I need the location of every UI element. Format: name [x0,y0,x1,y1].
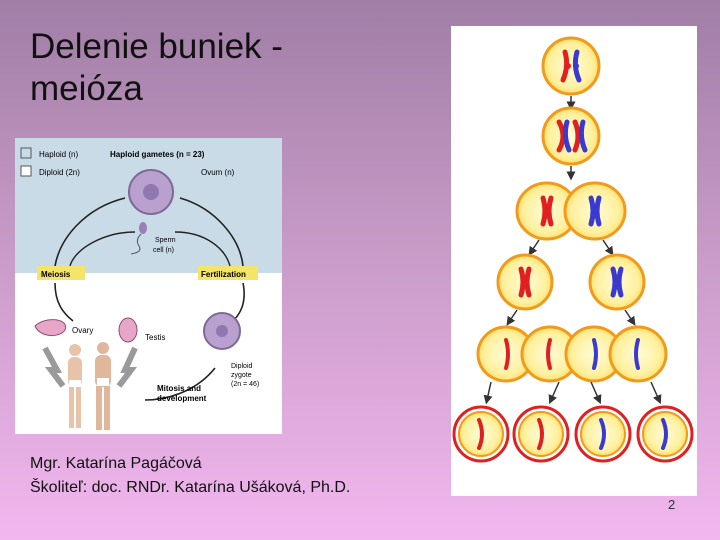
haploid-legend-swatch [20,147,32,159]
arrow-meiosis-ovary [54,282,74,322]
arrow-5d [650,381,662,405]
cell-stage-4-left [496,253,554,311]
sperm-label-2: cell (n) [153,247,174,254]
fertilization-label: Fertilization [201,270,246,279]
zygote-label-3: (2n = 46) [231,381,259,388]
haploid-gametes-label: Haploid gametes (n = 23) [110,150,205,159]
ovary-label: Ovary [72,326,93,335]
arrow-5b [548,381,560,405]
arrow-meiosis-to-ovum [54,197,126,267]
testis-label: Testis [145,333,165,342]
cell-stage-3 [515,181,627,241]
meiosis-label: Meiosis [41,270,71,279]
cell-stage-5-right [564,325,668,383]
cell-stage-1 [541,36,601,96]
fertilization-label-box [198,266,258,280]
testis-shape [118,317,138,343]
sperm-cell [139,222,147,234]
life-cycle-svg: Haploid (n) Diploid (2n) Haploid gametes… [15,138,282,430]
legend-haploid: Haploid (n) [39,150,78,159]
zygote-label-1: Diploid [231,363,253,370]
ovum-label: Ovum (n) [201,168,235,177]
sperm-label-1: Sperm [155,237,176,244]
female-figure [68,344,82,428]
supervisor-name: Školiteľ: doc. RNDr. Katarína Ušáková, P… [30,479,351,496]
cell-stage-4-right [588,253,646,311]
author-name: Mgr. Katarína Pagáčová [30,455,202,472]
mitosis-label-2: development [157,394,207,403]
author-block: Mgr. Katarína Pagáčová Školiteľ: doc. RN… [30,452,350,500]
arrow-5c [590,381,602,405]
ovary-shape [34,319,67,336]
arrow-testis-to-male [116,346,138,388]
cell-stage-5-left [476,325,580,383]
meiosis-stages-diagram [451,26,697,496]
slide-title: Delenie buniek - meióza [30,26,330,110]
legend-diploid: Diploid (2n) [39,168,80,177]
mitosis-label-1: Mitosis and [157,384,201,393]
male-figure [95,342,111,430]
arrow-ovum-to-fertilization [179,197,244,267]
arrow-4a [506,309,518,326]
arrow-3a [528,239,540,256]
life-cycle-diagram: Haploid (n) Diploid (2n) Haploid gametes… [15,138,282,434]
sperm-tail [130,233,142,255]
arrow-5a [483,381,493,405]
page-number: 2 [668,497,676,512]
arrow-mitosis [144,367,216,401]
ovum-nucleus [143,184,159,200]
arrow-4b [624,309,636,326]
arrow-inner-fertilization [174,231,231,267]
gamete-3 [574,405,632,463]
arrow-3b [602,239,614,256]
meiosis-svg [452,36,694,463]
title-line-1: Delenie buniek - [30,27,283,66]
diploid-legend-swatch [20,165,32,177]
zygote-nucleus [216,325,228,337]
cell-stage-2 [541,106,601,166]
gamete-2 [512,405,570,463]
zygote-label-2: zygote [231,372,252,379]
gamete-1 [452,405,510,463]
gamete-4 [636,405,694,463]
title-line-2: meióza [30,69,143,108]
meiosis-label-box [37,266,85,280]
arrow-ovary-to-female [42,346,66,388]
arrow-inner-meiosis [69,231,136,267]
